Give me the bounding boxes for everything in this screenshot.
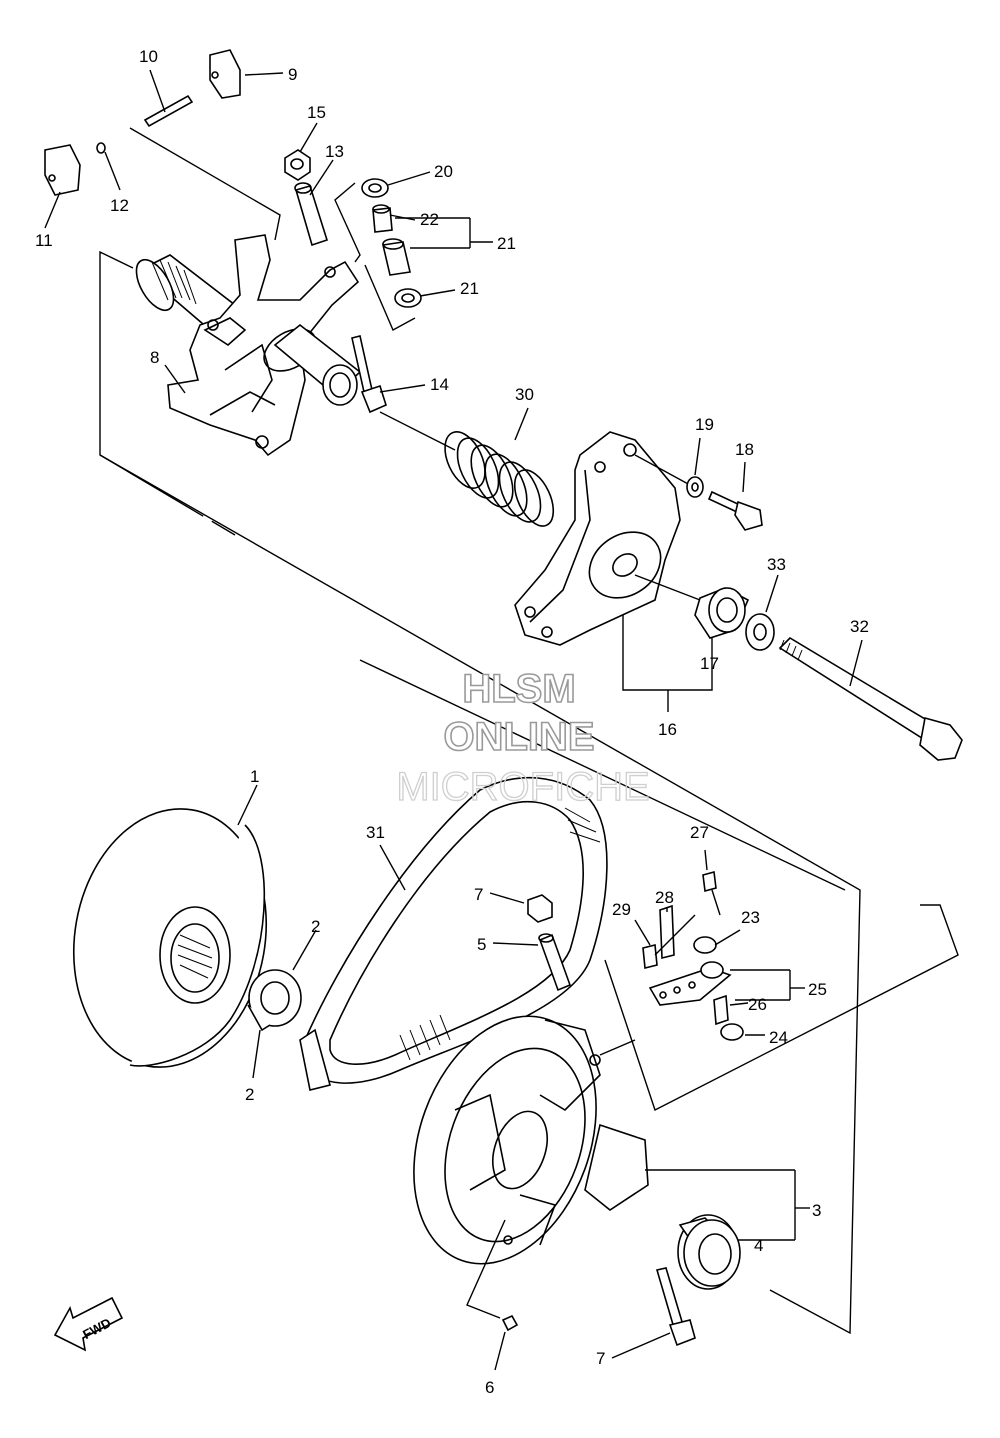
callout-16: 15 [307,103,326,122]
spring-part-30 [444,407,555,527]
weight-parts-24-29 [604,849,959,1111]
callout-21-bottom: 21 [460,279,479,298]
lower-small-parts [466,892,696,1371]
callout-9: 8 [150,348,159,367]
right-fasteners [686,437,963,761]
callout-15: 14 [430,375,449,394]
callout-29: 29 [612,900,631,919]
callout-23: 22 [420,210,439,229]
callout-32: 32 [850,617,869,636]
callout-1: 1 [250,767,259,786]
callout-11: 11 [35,231,53,250]
collar-part-2 [247,929,317,1079]
callout-26: 26 [748,995,767,1014]
sheave-part-3 [413,1015,810,1265]
callout-17: 16 [658,720,677,739]
callout-20: 19 [695,415,714,434]
callout-13: 12 [110,196,129,215]
callout-24-top: 23 [741,908,760,927]
fwd-arrow-icon: FWD [53,1296,124,1352]
callout-5: 5 [477,935,486,954]
watermark-line1: HLSM [462,667,575,711]
watermark-line2: ONLINE [443,715,594,759]
callout-2-top: 2 [311,917,320,936]
watermark-line3: MICROFICHE [396,765,649,809]
callout-3: 3 [812,1201,821,1220]
callout-4: 4 [754,1236,763,1255]
callout-27: 27 [690,823,709,842]
callout-22: 21 [497,234,516,253]
callout-8: 7 [474,885,483,904]
callout-7: 7 [596,1349,605,1368]
callout-labels: 10 9 15 13 20 12 11 22 21 21 8 14 30 19 … [35,47,869,1397]
sheave-part-1 [72,784,268,1068]
bearing-part-4 [677,1214,741,1290]
assembly-bracket-lines [99,127,861,1335]
callout-24-bottom: 24 [769,1028,788,1047]
callout-6: 6 [485,1378,494,1397]
small-parts-top [44,49,493,451]
spider-part-9 [135,234,362,457]
callout-31: 31 [366,823,385,842]
callout-25: 25 [808,980,827,999]
callout-18: 17 [700,654,719,673]
callout-21-top: 20 [434,162,453,181]
callout-10: 9 [288,65,297,84]
callout-19: 18 [735,440,754,459]
cover-part-17 [514,431,713,712]
callout-12: 10 [139,47,158,66]
belt-part-31 [299,776,608,1091]
callout-33: 33 [767,555,786,574]
callout-14: 13 [325,142,344,161]
callout-28: 28 [655,888,674,907]
watermark: HLSM ONLINE MICROFICHE [396,666,651,809]
callout-2-bottom: 2 [245,1085,254,1104]
callout-30: 30 [515,385,534,404]
